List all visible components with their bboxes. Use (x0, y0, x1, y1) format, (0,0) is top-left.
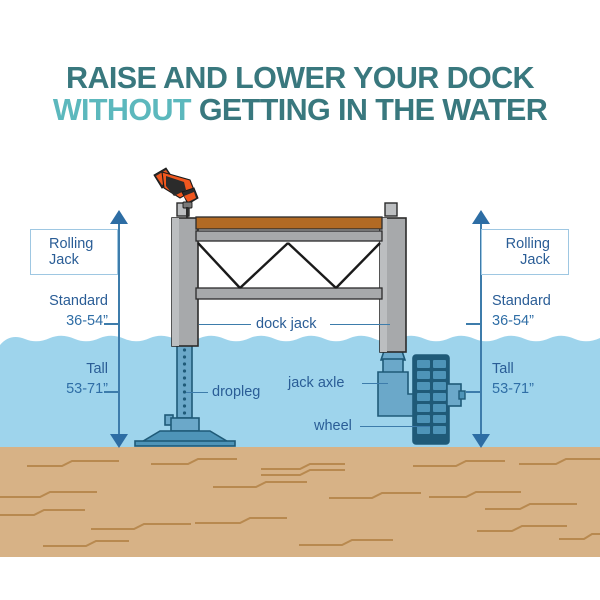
arrow-up-icon-right (472, 210, 490, 224)
water-surface-waves-icon (0, 335, 600, 350)
tall-name-right: Tall (492, 361, 514, 377)
arrow-down-icon-right (472, 434, 490, 448)
treaded-wheel-icon (412, 354, 466, 445)
cordless-drill-icon (153, 167, 199, 218)
page-title: RAISE AND LOWER YOUR DOCK WITHOUT GETTIN… (0, 62, 600, 127)
measure-axis-right (480, 224, 482, 446)
callout-wheel: wheel (314, 418, 352, 434)
tall-name-left: Tall (86, 361, 108, 377)
right-jack-post-icon (379, 202, 407, 353)
tall-range-right: 53-71” (492, 380, 534, 397)
standard-size-left: Standard 36-54” (49, 292, 108, 331)
tall-range-left: 53-71” (66, 380, 108, 397)
standard-range-right: 36-54” (492, 312, 534, 329)
sediment-strata-icon (0, 458, 600, 547)
leader-jack-axle (362, 383, 388, 385)
arrow-down-icon-left (110, 434, 128, 448)
leader-dock-jack-left (199, 324, 251, 326)
leader-dock-jack-right (330, 324, 390, 326)
callout-jack-axle: jack axle (288, 375, 345, 391)
dock-decking-icon (195, 216, 383, 230)
standard-range-left: 36-54” (66, 312, 108, 329)
leader-dropleg (186, 392, 208, 394)
standard-name-right: Standard (492, 293, 551, 309)
tick-standard-left (104, 323, 118, 325)
callout-dropleg: dropleg (212, 384, 261, 400)
title-line-2: WITHOUT GETTING IN THE WATER (0, 94, 600, 126)
jack-axle-housing-icon (377, 347, 419, 417)
perforated-dropleg-icon (176, 342, 193, 419)
title-phrase-getting-in-the-water: GETTING IN THE WATER (198, 93, 548, 128)
tall-size-right: Tall 53-71” (492, 360, 534, 399)
leader-wheel (360, 426, 430, 428)
callout-dock-jack: dock jack (256, 316, 317, 332)
tick-tall-left (104, 391, 118, 393)
title-line-1: RAISE AND LOWER YOUR DOCK (66, 61, 535, 95)
measure-axis-left (118, 224, 120, 446)
dropleg-foot-plate-icon (134, 414, 236, 447)
tall-size-left: Tall 53-71” (66, 360, 108, 399)
water-body (0, 345, 600, 447)
title-word-without: WITHOUT (52, 93, 192, 128)
tick-tall-right (466, 391, 480, 393)
tick-standard-right (466, 323, 480, 325)
standard-size-right: Standard 36-54” (492, 292, 551, 331)
lake-bed (0, 447, 600, 557)
left-jack-post-icon (171, 202, 199, 347)
arrow-up-icon-left (110, 210, 128, 224)
standard-name-left: Standard (49, 293, 108, 309)
dock-truss-icon (195, 230, 383, 300)
